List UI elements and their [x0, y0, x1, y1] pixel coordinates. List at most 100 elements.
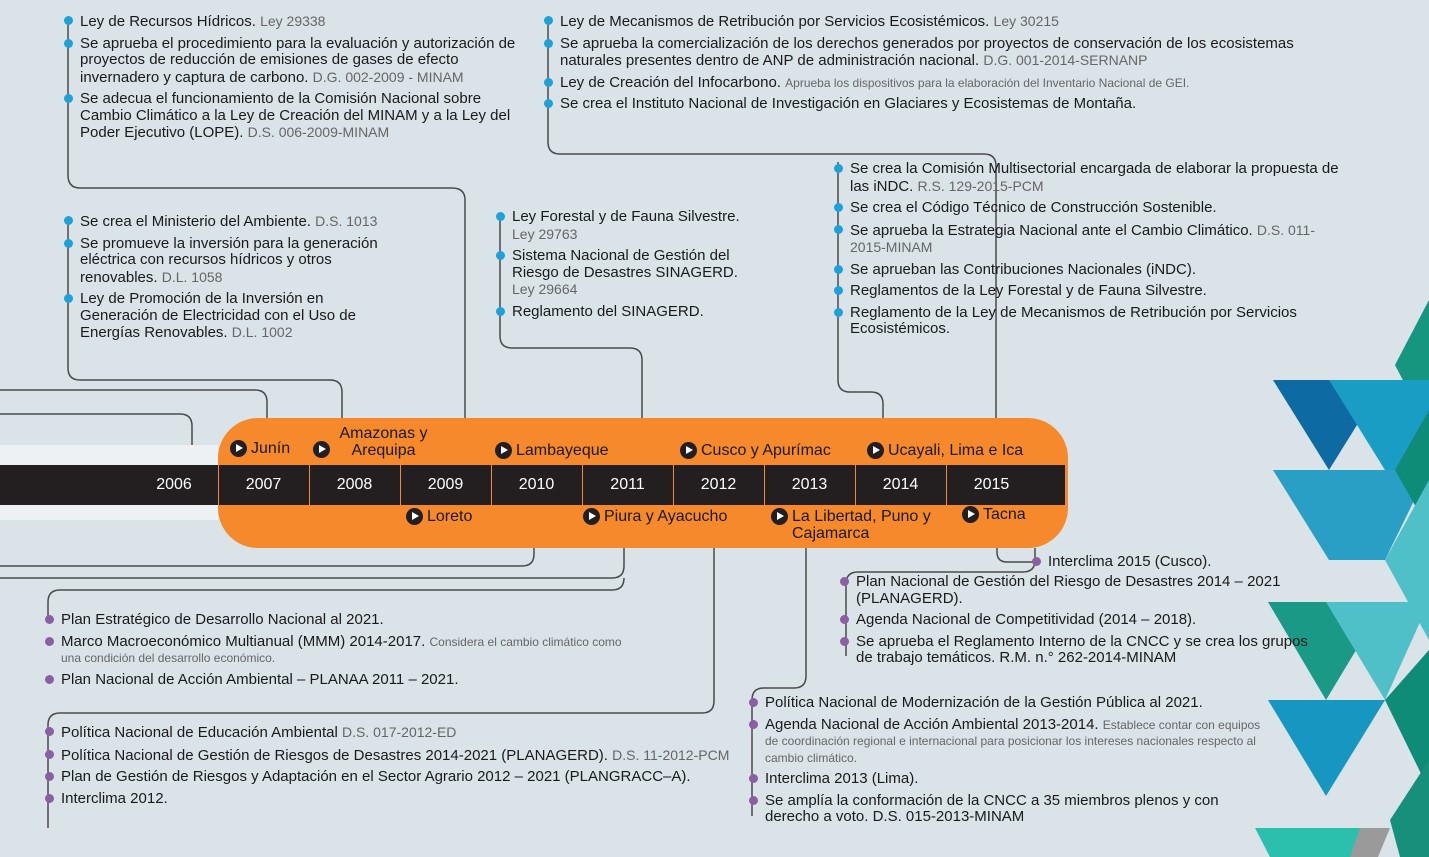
event-item: Ley de Promoción de la Inversión en Gene…: [64, 290, 394, 342]
bullet-dot-icon: [64, 94, 73, 103]
event-item: Ley Forestal y de Fauna Silvestre. Ley 2…: [496, 208, 756, 243]
bullet-dot-icon: [64, 294, 73, 303]
event-item: Política Nacional de Gestión de Riesgos …: [45, 747, 735, 765]
event-title: Se aprueba la comercialización de los de…: [560, 34, 1294, 69]
event-item: Se amplía la conformación de la CNCC a 3…: [749, 792, 1269, 826]
events-2011-top: Ley Forestal y de Fauna Silvestre. Ley 2…: [496, 208, 756, 325]
event-title: Se crea el Código Técnico de Construcció…: [850, 199, 1217, 216]
arrow-icon: [495, 442, 512, 459]
event-title: Interclima 2015 (Cusco).: [1048, 553, 1212, 570]
event-title: Política Nacional de Educación Ambiental: [61, 724, 338, 741]
events-2014-bottom: Plan Nacional de Gestión del Riesgo de D…: [840, 573, 1310, 672]
event-item: Ley de Mecanismos de Retribución por Ser…: [544, 13, 1354, 31]
event-title: Agenda Nacional de Competitividad (2014 …: [856, 611, 1197, 628]
event-item: Se aprueban las Contribuciones Nacionale…: [834, 260, 1344, 279]
events-2013-bottom: Política Nacional de Modernización de la…: [749, 694, 1269, 831]
event-reference: Ley 29664: [512, 281, 578, 297]
event-item: Se crea el Ministerio del Ambiente. D.S.…: [64, 213, 394, 231]
year-band: [0, 465, 1065, 505]
event-item: Interclima 2013 (Lima).: [749, 770, 1269, 788]
event-item: Política Nacional de Educación Ambiental…: [45, 724, 735, 742]
event-item: Se aprueba el procedimiento para la eval…: [64, 35, 524, 87]
event-item: Reglamentos de la Ley Forestal y de Faun…: [834, 282, 1344, 300]
event-item: Ley de Recursos Hídricos. Ley 29338: [64, 13, 524, 31]
arrow-icon: [771, 508, 788, 525]
region-amazonas-arequipa: Amazonas y Arequipa: [313, 425, 433, 459]
events-2009-top: Ley de Recursos Hídricos. Ley 29338 Se ap…: [64, 13, 524, 147]
bullet-dot-icon: [840, 577, 849, 586]
event-title: Reglamentos de la Ley Forestal y de Faun…: [850, 282, 1207, 299]
event-title: Política Nacional de Gestión de Riesgos …: [61, 746, 608, 764]
bullet-dot-icon: [834, 224, 843, 234]
year-2007: 2007: [245, 476, 282, 493]
event-title: Ley de Creación del Infocarbono.: [560, 73, 781, 91]
bullet-dot-icon: [544, 77, 553, 87]
bullet-dot-icon: [834, 164, 843, 173]
event-title: Se aprueba la Estrategia Nacional ante e…: [850, 221, 1253, 239]
event-item: Plan Estratégico de Desarrollo Nacional …: [45, 611, 625, 629]
event-item: Agenda Nacional de Competitividad (2014 …: [840, 611, 1310, 629]
events-2010-bottom: Plan Estratégico de Desarrollo Nacional …: [45, 611, 625, 693]
year-2010: 2010: [518, 476, 555, 493]
event-item: Se crea el Código Técnico de Construcció…: [834, 199, 1344, 217]
arrow-icon: [962, 506, 979, 523]
event-note: Considera el cambio climático como una c…: [61, 634, 622, 665]
event-title: Ley de Promoción de la Inversión en Gene…: [80, 290, 356, 341]
bullet-dot-icon: [45, 772, 54, 781]
bullet-dot-icon: [840, 615, 849, 624]
bullet-dot-icon: [45, 615, 54, 624]
region-tacna: Tacna: [962, 506, 1026, 523]
event-item: Plan Nacional de Gestión del Riesgo de D…: [840, 573, 1310, 607]
event-item: Agenda Nacional de Acción Ambiental 2013…: [749, 716, 1269, 767]
event-item: Se adecua el funcionamiento de la Comisi…: [64, 90, 524, 142]
bullet-dot-icon: [749, 719, 758, 729]
event-item: Reglamento del SINAGERD.: [496, 303, 756, 321]
event-title: Se crea el Ministerio del Ambiente.: [80, 213, 311, 230]
event-title: Se promueve la inversión para la generac…: [80, 234, 378, 286]
year-2009: 2009: [427, 476, 464, 493]
bullet-dot-icon: [64, 38, 73, 48]
event-item: Reglamento de la Ley de Mecanismos de Re…: [834, 303, 1344, 338]
region-junin: Junín: [230, 440, 290, 457]
event-reference: D.S. 1013: [315, 213, 378, 229]
bullet-dot-icon: [496, 251, 505, 260]
event-item: Marco Macroeconómico Multianual (MMM) 20…: [45, 632, 625, 667]
event-item: Plan de Gestión de Riesgos y Adaptación …: [45, 768, 735, 786]
event-note: Establece contar con equipos de coordina…: [765, 717, 1261, 765]
arrow-icon: [406, 508, 423, 525]
bullet-dot-icon: [544, 16, 553, 25]
year-2006: 2006: [156, 476, 192, 493]
arrow-icon: [230, 440, 247, 457]
event-reference: D.S. 006-2009-MINAM: [247, 124, 390, 140]
bullet-dot-icon: [64, 216, 73, 225]
event-reference: D.S. 017-2012-ED: [342, 724, 457, 740]
event-reference: D.G. 001-2014-SERNANP: [983, 52, 1148, 68]
event-title: Ley Forestal y de Fauna Silvestre.: [512, 208, 740, 225]
event-item: Se aprueba el Reglamento Interno de la C…: [840, 633, 1310, 667]
bullet-dot-icon: [834, 307, 843, 317]
bullet-dot-icon: [45, 749, 54, 759]
region-ucayali-lima-ica: Ucayali, Lima e Ica: [867, 442, 1023, 459]
bullet-dot-icon: [840, 636, 849, 646]
bullet-dot-icon: [496, 212, 505, 221]
event-item: Sistema Nacional de Gestión del Riesgo d…: [496, 247, 756, 299]
event-title: Ley de Mecanismos de Retribución por Ser…: [560, 13, 990, 30]
bullet-dot-icon: [749, 774, 758, 783]
event-title: Plan de Gestión de Riesgos y Adaptación …: [61, 768, 691, 785]
bullet-dot-icon: [45, 674, 54, 684]
event-item: Política Nacional de Modernización de la…: [749, 694, 1269, 712]
event-title: Reglamento de la Ley de Mecanismos de Re…: [850, 303, 1297, 337]
event-reference: D.L. 1002: [231, 324, 293, 340]
bullet-dot-icon: [544, 38, 553, 48]
event-title: Plan Nacional de Acción Ambiental – PLAN…: [61, 670, 459, 688]
event-item: Se crea el Instituto Nacional de Investi…: [544, 95, 1354, 113]
bullet-dot-icon: [749, 698, 758, 707]
event-reference: Ley 29763: [512, 225, 578, 242]
event-item: Se promueve la inversión para la generac…: [64, 234, 394, 287]
bullet-dot-icon: [64, 16, 73, 25]
event-title: Interclima 2013 (Lima).: [765, 770, 919, 787]
event-title: Se aprueban las Contribuciones Nacionale…: [850, 260, 1197, 278]
bullet-dot-icon: [496, 306, 505, 316]
event-title: Marco Macroeconómico Multianual (MMM) 20…: [61, 632, 426, 650]
